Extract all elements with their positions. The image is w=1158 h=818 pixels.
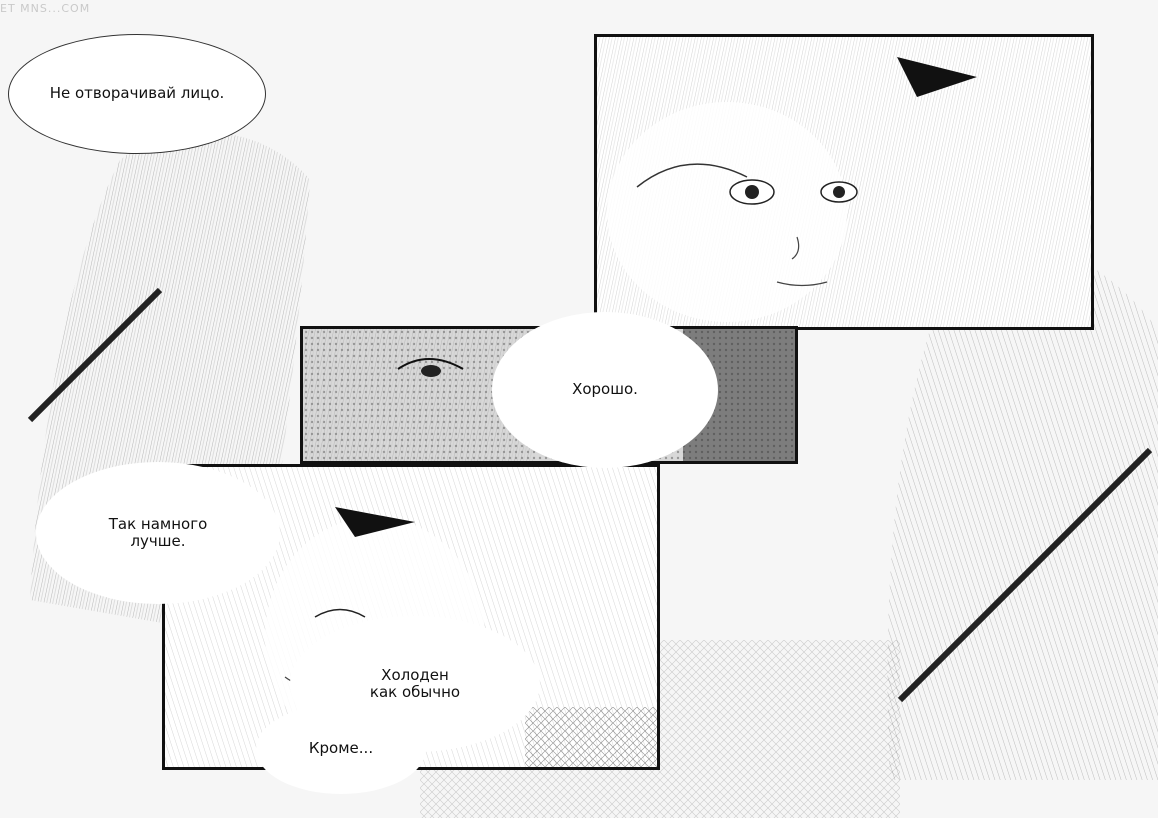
- speech-text-4-line1: Холоден: [381, 665, 449, 684]
- speech-text-3-line1: Так намного: [108, 514, 208, 533]
- speech-bubble-2: Хорошо.: [492, 312, 718, 468]
- panel-top-face-closeup: [594, 34, 1094, 330]
- speech-text-3-line2: лучше.: [130, 532, 186, 550]
- speech-bubble-3: Так намного лучше.: [36, 462, 280, 604]
- speech-bubble-5: Кроме...: [256, 704, 426, 794]
- speech-text-2: Хорошо.: [572, 380, 638, 399]
- speech-text-5: Кроме...: [308, 739, 374, 758]
- speech-bubble-1: Не отворачивай лицо.: [8, 34, 266, 154]
- panel-top-art: [597, 37, 1091, 327]
- watermark-text: ET MNS...COM: [0, 2, 91, 15]
- speech-text-4-line2: как обычно: [369, 683, 461, 701]
- speech-text-1: Не отворачивай лицо.: [49, 84, 225, 103]
